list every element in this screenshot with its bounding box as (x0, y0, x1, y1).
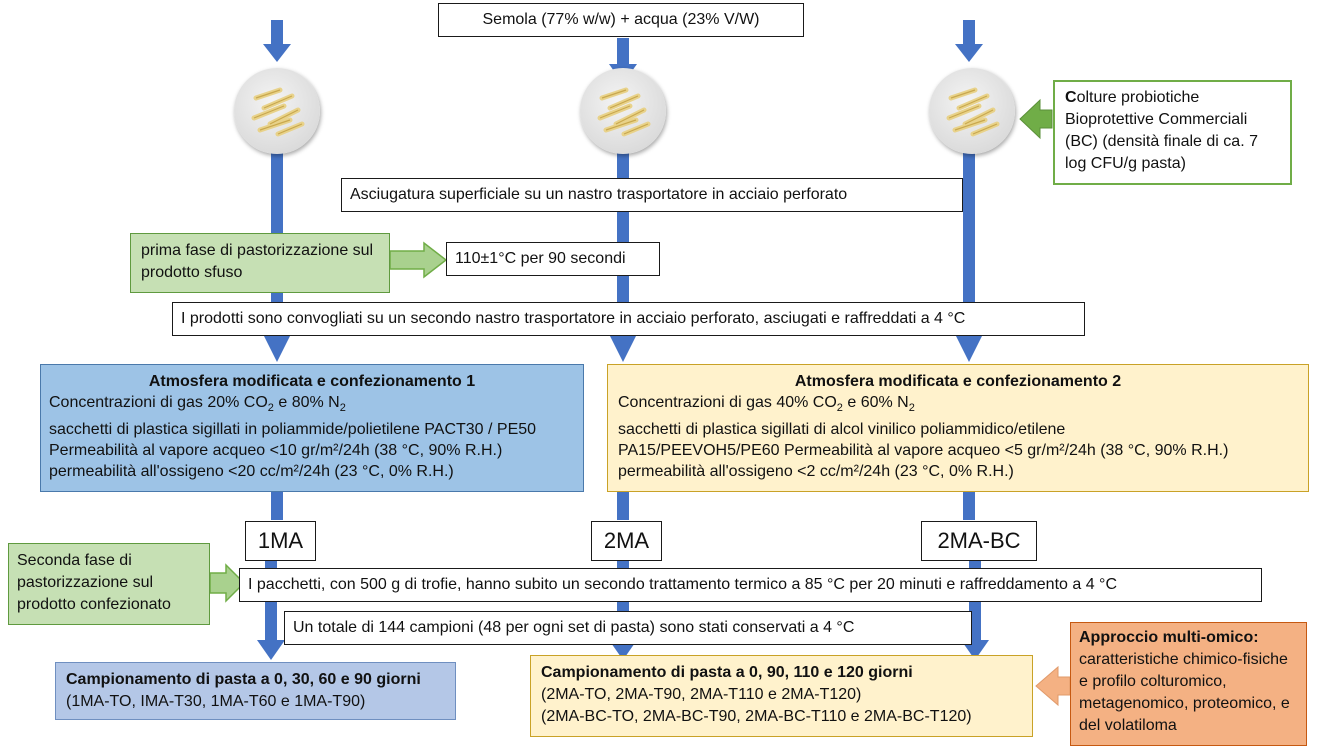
green-arrow-culture (1019, 98, 1053, 140)
trofie-icon (597, 87, 651, 137)
sampling2-title: Campionamento di pasta a 0, 90, 110 e 12… (541, 664, 913, 681)
temperature-text: 110±1°C per 90 secondi (455, 250, 626, 267)
flour-water-text: Semola (77% w/w) + acqua (23% V/W) (482, 11, 760, 28)
label-2ma: 2MA (591, 521, 662, 561)
map2-line1: sacchetti di plastica sigillati di alcol… (618, 421, 1066, 439)
arrowhead-col1-mid (263, 334, 291, 362)
sampling2-line2: (2MA-BC-TO, 2MA-BC-T90, 2MA-BC-T110 e 2M… (541, 708, 972, 725)
conveyor-text: I prodotti sono convogliati su un second… (181, 310, 966, 327)
trofie-icon (251, 87, 305, 137)
arrow-col1-top (271, 20, 283, 46)
arrowhead-col3-top (955, 44, 983, 62)
map2-title: Atmosfera modificata e confezionamento 2 (794, 373, 1122, 390)
map1-box: Atmosfera modificata e confezionamento 1… (40, 364, 584, 492)
first-pasteurization-text: prima fase di pastorizzazione sul prodot… (141, 242, 374, 281)
pasta-image-3 (929, 68, 1015, 154)
trofie-icon (946, 87, 1000, 137)
green-arrow-pasteurization2 (209, 563, 246, 603)
arrow-col2-low (617, 490, 629, 520)
arrowhead-col3-mid (955, 334, 983, 362)
label-2ma-bc: 2MA-BC (921, 521, 1037, 561)
label-1ma-text: 1MA (257, 528, 304, 553)
storage-box: Un totale di 144 campioni (48 per ogni s… (284, 611, 972, 645)
flour-water-box: Semola (77% w/w) + acqua (23% V/W) (438, 3, 804, 37)
multiomic-text: caratteristiche chimico-fisiche e profil… (1079, 651, 1290, 734)
drying-box: Asciugatura superficiale su un nastro tr… (341, 178, 963, 212)
arrowhead-col1-top (263, 44, 291, 62)
arrowhead-col3-bottom (961, 640, 989, 660)
arrow-col3-mid (963, 140, 975, 336)
sampling1-box: Campionamento di pasta a 0, 30, 60 e 90 … (55, 662, 456, 720)
arrow-col2-top (617, 38, 629, 68)
culture-text: olture probiotiche Bioprotettive Commerc… (1065, 89, 1258, 172)
sampling1-line: (1MA-TO, IMA-T30, 1MA-T60 e 1MA-T90) (66, 693, 366, 710)
label-2ma-bc-text: 2MA-BC (937, 528, 1021, 553)
conveyor-box: I prodotti sono convogliati su un second… (172, 302, 1085, 336)
map2-line3: permeabilità all'ossigeno <2 cc/m²/24h (… (618, 463, 1014, 481)
map1-gas-prefix: Concentrazioni di gas 20% CO (49, 394, 268, 411)
map2-line2: PA15/PEEVOH5/PE60 Permeabilità al vapore… (618, 442, 1229, 460)
arrow-col3-low (963, 490, 975, 520)
culture-bold-letter: C (1065, 89, 1077, 106)
map1-title: Atmosfera modificata e confezionamento 1 (148, 373, 476, 390)
first-pasteurization-box: prima fase di pastorizzazione sul prodot… (130, 233, 390, 293)
label-1ma: 1MA (245, 521, 316, 561)
pasta-image-2 (580, 68, 666, 154)
second-pasteurization-text: Seconda fase di pastorizzazione sul prod… (17, 552, 171, 613)
map2-box: Atmosfera modificata e confezionamento 2… (607, 364, 1309, 492)
culture-box: Colture probiotiche Bioprotettive Commer… (1053, 80, 1292, 185)
orange-arrow-multiomic (1035, 665, 1071, 707)
map2-gas-line: Concentrazioni di gas 40% CO2 e 60% N2 (618, 394, 915, 415)
label-2ma-text: 2MA (603, 528, 650, 553)
arrowhead-col1-bottom (257, 640, 285, 660)
map2-gas-prefix: Concentrazioni di gas 40% CO (618, 394, 837, 411)
sampling2-box: Campionamento di pasta a 0, 90, 110 e 12… (530, 655, 1033, 737)
sampling2-line1: (2MA-TO, 2MA-T90, 2MA-T110 e 2MA-T120) (541, 686, 862, 703)
multiomic-title: Approccio multi-omico: (1079, 629, 1259, 646)
thermal-treatment-text: I pacchetti, con 500 g di trofie, hanno … (248, 576, 1118, 593)
arrowhead-col2-bottom (609, 640, 637, 660)
temperature-box: 110±1°C per 90 secondi (446, 242, 660, 276)
map1-gas-line: Concentrazioni di gas 20% CO2 e 80% N2 (49, 394, 346, 415)
arrow-col3-top (963, 20, 975, 46)
multiomic-box: Approccio multi-omico: caratteristiche c… (1070, 622, 1307, 746)
map2-gas-mid: e 60% N (842, 394, 909, 411)
arrowhead-col2-mid (609, 334, 637, 362)
pasta-image-1 (234, 68, 320, 154)
sampling1-title: Campionamento di pasta a 0, 30, 60 e 90 … (66, 671, 421, 688)
thermal-treatment-box: I pacchetti, con 500 g di trofie, hanno … (239, 568, 1262, 602)
drying-text: Asciugatura superficiale su un nastro tr… (350, 186, 848, 203)
map1-body: sacchetti di plastica sigillati in polia… (49, 421, 537, 481)
map1-gas-mid: e 80% N (273, 394, 340, 411)
arrow-col1-low (271, 490, 283, 520)
second-pasteurization-box: Seconda fase di pastorizzazione sul prod… (8, 543, 210, 625)
storage-text: Un totale di 144 campioni (48 per ogni s… (293, 619, 855, 636)
green-arrow-pasteurization1 (389, 241, 448, 279)
